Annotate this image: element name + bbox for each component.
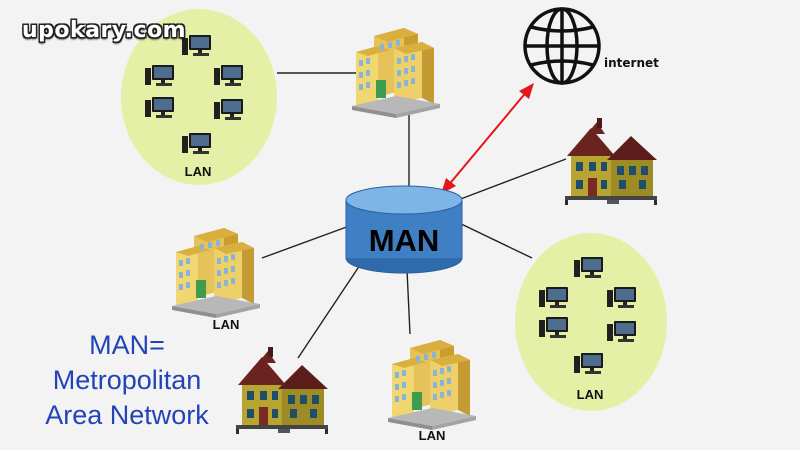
office-building-icon-bottom xyxy=(388,340,476,430)
lan-circle-bottom-right xyxy=(515,233,667,411)
man-hub-cylinder xyxy=(345,185,463,274)
link-man-to-lan-right xyxy=(454,220,533,259)
lan-label-left: LAN xyxy=(213,317,240,332)
office-building-icon-top xyxy=(352,28,440,118)
lan-label-top-left: LAN xyxy=(185,164,212,179)
house-icon-right xyxy=(565,118,657,205)
link-man-to-house-right xyxy=(457,158,567,201)
connections xyxy=(261,72,567,359)
man-hub-label: MAN xyxy=(369,223,440,258)
globe-icon xyxy=(523,7,601,85)
caption: MAN= Metropolitan Area Network xyxy=(22,328,232,433)
office-building-icon-left xyxy=(172,228,260,318)
house-icon-bottom xyxy=(236,347,328,434)
caption-line: MAN= xyxy=(89,330,165,360)
lan-circle-top-left xyxy=(121,9,277,185)
watermark-text: upokary.com xyxy=(22,18,187,43)
caption-line: Metropolitan xyxy=(52,365,202,395)
caption-line: Area Network xyxy=(45,400,209,430)
internet-link-arrow xyxy=(441,83,534,194)
link-man-to-building-left xyxy=(261,224,353,259)
link-man-to-house-bottom xyxy=(297,261,363,359)
lan-label-bottom: LAN xyxy=(419,428,446,443)
link-man-to-building-bottom xyxy=(406,269,411,335)
internet-label: internet xyxy=(604,56,659,70)
lan-label-bottom-right: LAN xyxy=(577,387,604,402)
